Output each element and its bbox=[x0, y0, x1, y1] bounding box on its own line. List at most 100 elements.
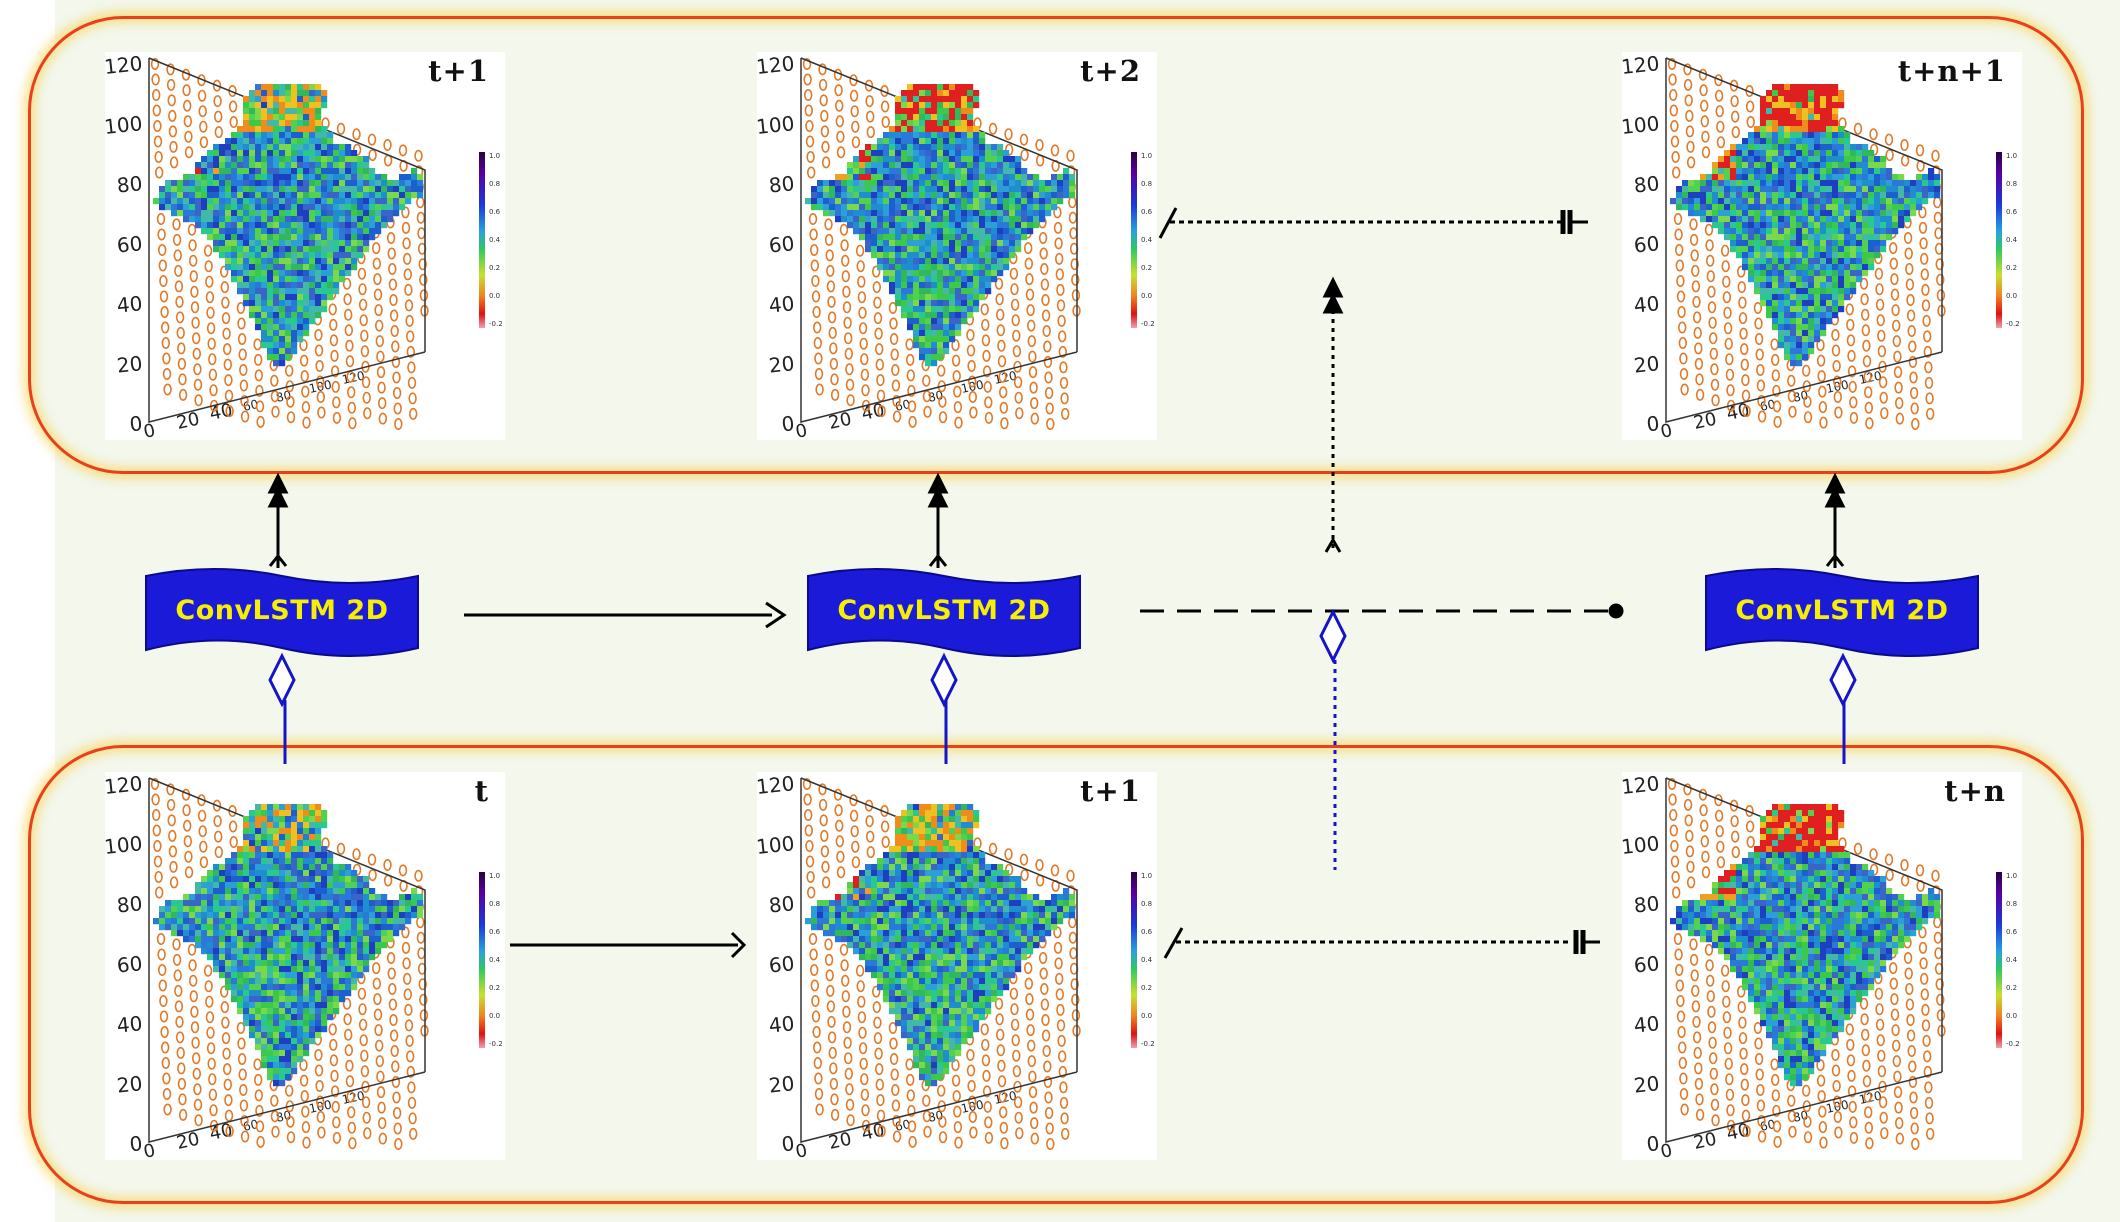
y-tick-label: 40 bbox=[768, 291, 796, 318]
y-tick-label: 100 bbox=[1622, 111, 1661, 139]
heatmap-cells bbox=[805, 804, 1076, 1087]
y-tick-label: 20 bbox=[768, 351, 796, 378]
plot-axes bbox=[1665, 777, 1943, 1143]
x-tick-label: 0 bbox=[142, 1140, 158, 1160]
y-tick-label: 40 bbox=[116, 291, 144, 318]
y-tick-label: 100 bbox=[757, 831, 796, 859]
time-label: t+n bbox=[1944, 774, 2006, 808]
y-tick-label: 60 bbox=[768, 231, 796, 258]
x-tick-label: 80 bbox=[275, 1108, 293, 1125]
colorbar-tick-label: 0.4 bbox=[489, 236, 501, 244]
colorbar-tick-label: 0.2 bbox=[1141, 984, 1152, 992]
y-tick-label: 100 bbox=[105, 831, 144, 859]
x-tick-label: 60 bbox=[1759, 1117, 1777, 1134]
grid-markers bbox=[1667, 58, 1946, 430]
colorbar-tick-label: -0.2 bbox=[2006, 320, 2020, 328]
banner-shape bbox=[145, 568, 419, 657]
colorbar-tick-label: 1.0 bbox=[489, 152, 500, 160]
x-tick-label: 60 bbox=[894, 1117, 912, 1134]
plot-axes bbox=[800, 57, 1078, 423]
y-tick-label: 0 bbox=[1645, 1131, 1660, 1156]
x-tick-label: 0 bbox=[1659, 1140, 1675, 1160]
grid-markers bbox=[1667, 778, 1946, 1150]
y-tick-label: 20 bbox=[116, 1071, 144, 1098]
y-tick-label: 0 bbox=[780, 411, 795, 436]
x-tick-label: 0 bbox=[794, 420, 810, 440]
y-tick-label: 20 bbox=[1633, 351, 1661, 378]
y-tick-label: 20 bbox=[1633, 1071, 1661, 1098]
colorbar-tick-label: 0.6 bbox=[2006, 928, 2018, 936]
y-tick-label: 0 bbox=[1645, 411, 1660, 436]
colorbar-tick-label: 0.0 bbox=[489, 292, 500, 300]
colorbar-tick-label: -0.2 bbox=[1141, 320, 1155, 328]
y-tick-label: 120 bbox=[757, 52, 796, 79]
colorbar-tick-label: 0.6 bbox=[1141, 928, 1153, 936]
colorbar-tick-label: -0.2 bbox=[2006, 1040, 2020, 1048]
heatmap-cells bbox=[153, 804, 424, 1087]
colorbar-tick-label: 1.0 bbox=[1141, 152, 1152, 160]
colorbar-tick-label: 0.4 bbox=[2006, 956, 2018, 964]
colorbar-tick-label: 0.6 bbox=[1141, 208, 1153, 216]
colorbar-tick-label: 0.4 bbox=[489, 956, 501, 964]
colorbar-tick-label: 0.2 bbox=[489, 984, 500, 992]
colorbar-tick-label: 1.0 bbox=[2006, 872, 2017, 880]
banner-shape bbox=[1705, 568, 1979, 657]
x-tick-label: 80 bbox=[1792, 1108, 1810, 1125]
x-tick-label: 0 bbox=[1659, 420, 1675, 440]
colorbar bbox=[1131, 152, 1137, 328]
colorbar-tick-label: 0.0 bbox=[2006, 1012, 2017, 1020]
block-label: ConvLSTM 2D bbox=[837, 595, 1051, 626]
plot-axes bbox=[148, 777, 426, 1143]
x-tick-label: 80 bbox=[1792, 388, 1810, 405]
time-label: t+n+1 bbox=[1897, 54, 2006, 88]
x-tick-label: 60 bbox=[242, 1117, 260, 1134]
colorbar bbox=[1131, 872, 1137, 1048]
y-tick-label: 120 bbox=[105, 52, 144, 79]
y-tick-label: 40 bbox=[768, 1011, 796, 1038]
x-tick-label: 0 bbox=[142, 420, 158, 440]
colorbar-tick-label: 0.8 bbox=[1141, 180, 1152, 188]
colorbar-tick-label: 0.4 bbox=[2006, 236, 2018, 244]
x-tick-label: 80 bbox=[927, 388, 945, 405]
y-tick-label: 0 bbox=[128, 411, 143, 436]
block-label: ConvLSTM 2D bbox=[1735, 595, 1949, 626]
colorbar-tick-label: 0.4 bbox=[1141, 236, 1153, 244]
y-tick-label: 60 bbox=[768, 951, 796, 978]
y-tick-label: 20 bbox=[116, 351, 144, 378]
heatmap-cells bbox=[1670, 84, 1941, 367]
y-tick-label: 80 bbox=[768, 891, 796, 918]
y-tick-label: 40 bbox=[116, 1011, 144, 1038]
block-label: ConvLSTM 2D bbox=[175, 595, 389, 626]
colorbar bbox=[1996, 152, 2002, 328]
y-tick-label: 60 bbox=[116, 951, 144, 978]
convlstm-block-2: ConvLSTM 2D bbox=[806, 568, 1082, 664]
plot-axes bbox=[148, 57, 426, 423]
heatmap-cells bbox=[153, 84, 424, 367]
time-label: t bbox=[474, 774, 489, 808]
x-tick-label: 0 bbox=[794, 1140, 810, 1160]
colorbar-tick-label: 0.6 bbox=[489, 928, 501, 936]
time-label: t+1 bbox=[428, 54, 489, 88]
colorbar-tick-label: 0.8 bbox=[1141, 900, 1152, 908]
y-tick-label: 20 bbox=[768, 1071, 796, 1098]
colorbar-tick-label: 0.8 bbox=[489, 900, 500, 908]
y-tick-label: 40 bbox=[1633, 291, 1661, 318]
grid-markers bbox=[150, 778, 429, 1150]
y-tick-label: 120 bbox=[1622, 52, 1661, 79]
y-tick-label: 80 bbox=[116, 171, 144, 198]
colorbar-tick-label: 0.0 bbox=[2006, 292, 2017, 300]
colorbar-tick-label: 0.0 bbox=[1141, 292, 1152, 300]
colorbar-tick-label: 0.0 bbox=[489, 1012, 500, 1020]
colorbar-tick-label: 0.2 bbox=[489, 264, 500, 272]
colorbar bbox=[479, 872, 485, 1048]
colorbar-tick-label: -0.2 bbox=[1141, 1040, 1155, 1048]
colorbar-tick-label: 0.0 bbox=[1141, 1012, 1152, 1020]
colorbar-tick-label: 0.2 bbox=[1141, 264, 1152, 272]
